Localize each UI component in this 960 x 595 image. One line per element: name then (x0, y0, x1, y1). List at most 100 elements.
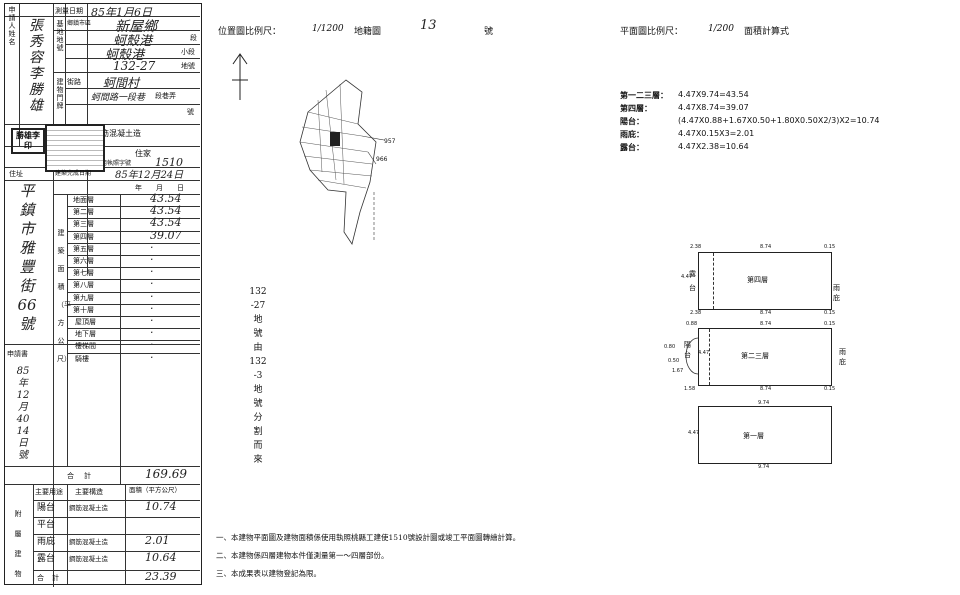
cadastral-label: 地籍圖 (354, 27, 382, 37)
lot-label: 地號 (181, 62, 195, 70)
floor-row-value: · (150, 253, 154, 266)
number-value: 蚵間路一段巷 (91, 93, 146, 103)
seal-text: 勝雄李印 (16, 130, 40, 150)
floor-row-label: 屋頂層 (75, 318, 96, 326)
calc-formula: 4.47X8.74=39.07 (678, 103, 749, 112)
split-note-char: 號 (253, 399, 263, 409)
application-value: 85年12月4014日號 (16, 366, 30, 461)
floor-row-label: 第二層 (73, 208, 94, 217)
annex-structure: 鋼筋混凝土造 (69, 555, 108, 563)
usage-value: 住家 (135, 149, 151, 158)
building-survey-form: 申請人姓名 測量日期 85年1月6日 基地地號 鄉鎮市區 新屋鄉 段 蚵殼港 小… (4, 3, 202, 587)
floor4-right-label: 雨庇 (833, 284, 840, 302)
building-no-label: 建物門牌 (56, 78, 64, 110)
township-label: 鄉鎮市區 (67, 20, 92, 27)
floor-row-label: 第五層 (73, 244, 94, 253)
subsection-value: 蚵殼港 (105, 48, 145, 63)
annex-area: 10.64 (145, 551, 177, 564)
annex-area: 10.74 (145, 500, 177, 513)
lot-966-label: 966 (376, 156, 388, 163)
split-note-char: 來 (253, 455, 263, 465)
floor-row-label: 第八層 (73, 281, 94, 290)
floor4-bottom-mid: 8.74 (760, 310, 772, 316)
calc-label: 第一二三層： (620, 90, 668, 100)
address-label: 住址 (9, 170, 23, 178)
survey-date-label: 測量日期 (55, 7, 83, 15)
annex-area: 2.01 (145, 534, 170, 547)
floor4-side: 4.47 (681, 274, 693, 280)
total-value: 169.69 (145, 467, 187, 481)
floor23-extra-3: 1.67 (672, 368, 684, 374)
split-note-char: 132 (249, 287, 267, 297)
address-value: 平鎮市雅豐街66號 (17, 182, 37, 333)
floor23-side: 4.47 (698, 350, 710, 356)
subsection-label: 小段 (181, 48, 195, 56)
floor23-extra-1: 0.80 (664, 344, 676, 350)
floor-row-value: · (150, 301, 154, 315)
applicant-label: 申請人姓名 (8, 6, 16, 46)
split-note-char: 由 (253, 343, 263, 353)
annex-structure: 鋼筋混凝土造 (69, 538, 108, 546)
floor-row-value: 43.54 (150, 192, 182, 205)
annex-use: 平台 (37, 520, 56, 530)
total-label: 合計 (67, 472, 101, 480)
floor23-dim-mid: 8.74 (760, 321, 772, 327)
structure-value: 鋼筋混凝土造 (93, 129, 141, 138)
split-note-char: 地 (253, 315, 263, 325)
number-label: 號 (187, 108, 194, 116)
floor4-bottom-right: 0.15 (824, 310, 836, 316)
alley-label: 段巷弄 (155, 92, 176, 100)
floor23-extra-2: 0.50 (668, 358, 680, 364)
permit-value: 1510 (155, 156, 183, 169)
floor-row-value: · (150, 314, 154, 327)
floor23-dim-left: 0.88 (686, 321, 698, 327)
area-label: 建築面積（平方公尺） (57, 229, 71, 363)
applicant-seal: 勝雄李印 (11, 128, 45, 154)
calc-formula: (4.47X0.88+1.67X0.50+1.80X0.50X2/3)X2=10… (678, 116, 880, 125)
floor-row-label: 第十層 (73, 305, 94, 314)
floor1-bottom-dim: 9.74 (758, 464, 770, 470)
split-note-char: -3 (253, 371, 263, 381)
floor-row-label: 第九層 (73, 293, 94, 302)
plan-scale-label: 平面圖比例尺： (620, 27, 684, 37)
annex-label: 附屬建物 (14, 510, 22, 578)
section-label: 段 (190, 34, 197, 42)
floor23-bottom-left: 1.58 (684, 386, 696, 392)
floor23-bottom-right: 0.15 (824, 386, 836, 392)
completion-value: 85年12月24日 (115, 170, 184, 181)
ymd-label: 年月日 (135, 184, 198, 192)
floor23-dim-right: 0.15 (824, 321, 836, 327)
site-label: 基地地號 (56, 20, 64, 52)
floor1-label: 第一層 (743, 432, 764, 440)
split-note-char: 割 (253, 427, 263, 437)
calc-label: 陽台： (620, 116, 644, 126)
floor4-left-label: 露台 (689, 270, 696, 292)
floor-row-value: · (150, 289, 154, 303)
floor-row-label: 地下層 (75, 330, 96, 339)
floor-row-label: 地面層 (73, 196, 94, 204)
floor23-right-label: 雨庇 (839, 348, 846, 366)
floor23-bottom-mid: 8.74 (760, 386, 772, 392)
area-calc-label: 面積計算式 (744, 27, 790, 37)
floor-row-label: 第四層 (73, 232, 94, 241)
floor4-bottom-left: 2.38 (690, 310, 702, 316)
floor-row-value: · (150, 265, 154, 279)
floor4-plan: 第四層 露台 雨庇 (689, 252, 840, 310)
cadastral-number: 13 (420, 18, 437, 33)
street-value: 蚵間村 (103, 76, 140, 90)
annex-header-use: 主要用途 (35, 488, 63, 496)
lot-value: 132-27 (113, 59, 156, 73)
floor4-dim-right: 0.15 (824, 244, 836, 250)
completion-label: 建築完成日期 (55, 170, 92, 177)
floor1-side: 4.47 (688, 430, 700, 436)
note-3: 三、本成果表以建物登記為限。 (216, 569, 321, 578)
annex-use: 雨庇 (37, 537, 56, 547)
floor23-plan: 第二三層 雨庇 (698, 328, 846, 386)
split-note-char: 而 (253, 441, 263, 451)
floor-row-value: · (150, 326, 154, 340)
floor-row-value: 43.54 (150, 204, 182, 218)
applicant-name: 張秀容李勝雄 (29, 18, 43, 114)
floor-row-value: · (150, 277, 154, 291)
street-label: 街路 (67, 78, 81, 86)
